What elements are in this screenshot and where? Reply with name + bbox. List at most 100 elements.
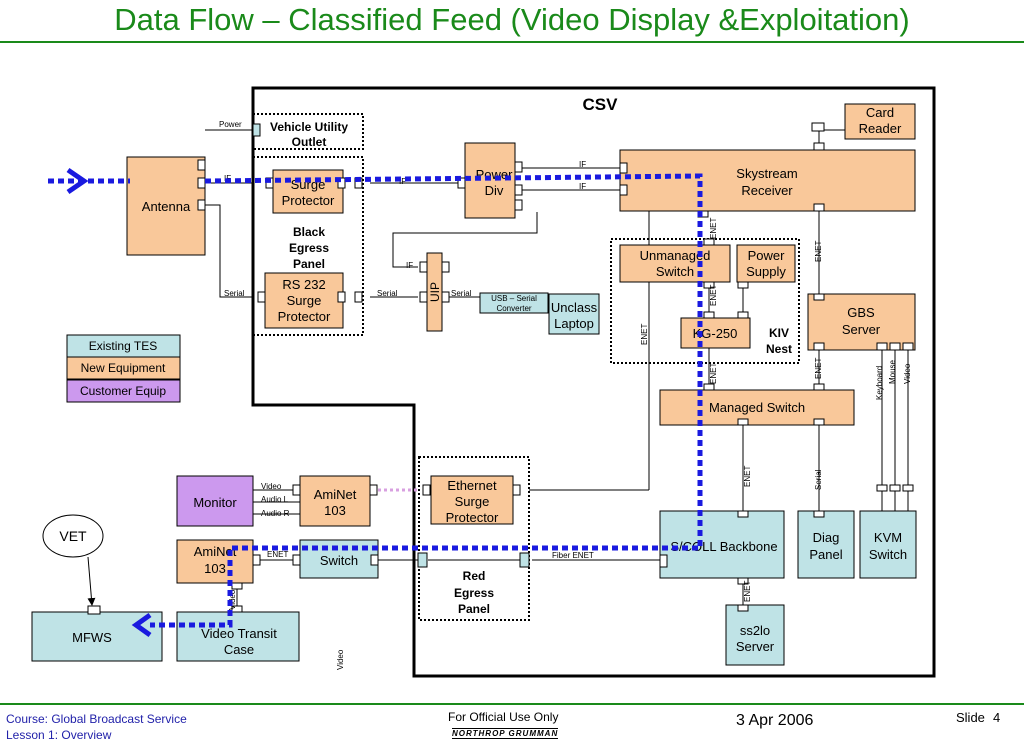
kvm-switch-label-2: Switch <box>869 547 907 562</box>
wire-video-label: Video <box>261 482 282 491</box>
usb-serial-label-2: Converter <box>496 304 531 313</box>
northrop-grumman-logo: NORTHROP GRUMMAN <box>452 728 559 739</box>
unclass-laptop-box <box>548 293 600 335</box>
surge-protector-label-2: Protector <box>282 193 335 208</box>
unmanaged-switch-box <box>619 244 731 283</box>
black-egress-label-2: Egress <box>289 241 329 255</box>
wire-if-label-2: IF <box>399 177 406 186</box>
kiv-nest-label-2: Nest <box>766 342 792 356</box>
wire-mouse-label: Mouse <box>888 359 897 384</box>
aminet-top-label-1: AmiNet <box>314 487 357 502</box>
wire-audio-r-label: Audio R <box>261 509 290 518</box>
aminet-bottom-box <box>176 539 254 584</box>
footer-classification: For Official Use Only <box>448 710 559 724</box>
rs232-label-3: Protector <box>278 309 331 324</box>
ss2lo-server-box <box>725 604 785 666</box>
aminet-top-label-2: 103 <box>324 503 346 518</box>
gbs-server-label-1: GBS <box>847 305 875 320</box>
wire-audio-l-label: Audio L <box>261 495 289 504</box>
aminet-bottom-label-2: 103 <box>204 561 226 576</box>
footer-slide-label: Slide <box>956 710 985 725</box>
diag-panel-label-2: Panel <box>809 547 842 562</box>
ethernet-surge-label-2: Surge <box>455 494 490 509</box>
antenna-label: Antenna <box>142 199 191 214</box>
black-egress-label-3: Panel <box>293 257 325 271</box>
video-transit-label-1: Video Transit <box>201 626 277 641</box>
red-egress-label-3: Panel <box>458 602 490 616</box>
unclass-laptop-label-1: Unclass <box>551 300 598 315</box>
kg250-box <box>680 317 751 349</box>
gbs-server-label-2: Server <box>842 322 881 337</box>
video-transit-case-box <box>176 611 300 662</box>
switch-label: Switch <box>320 553 358 568</box>
usb-serial-converter-box <box>479 292 549 314</box>
kvm-switch-box <box>859 510 917 579</box>
skystream-receiver-box <box>619 149 916 212</box>
diag-panel-label-1: Diag <box>813 530 840 545</box>
wire-enet-label-2: ENET <box>709 285 718 306</box>
skystream-label-2: Receiver <box>741 183 793 198</box>
usb-serial-label-1: USB – Serial <box>491 294 537 303</box>
power-div-label-1: Power <box>476 167 514 182</box>
wire-enet-label-4: ENET <box>640 324 649 345</box>
managed-switch-label: Managed Switch <box>709 400 805 415</box>
flow-exit-arrow-icon <box>131 612 152 638</box>
wire-serial-label-1: Serial <box>224 289 245 298</box>
ethernet-surge-protector-box <box>430 475 514 525</box>
monitor-box <box>176 475 254 527</box>
wire-enet-label-6: ENET <box>814 358 823 379</box>
skystream-label-1: Skystream <box>736 166 797 181</box>
card-reader-label-1: Card <box>866 105 894 120</box>
red-egress-panel <box>418 456 530 621</box>
wire-enet-label-switch: ENET <box>267 550 288 559</box>
video-transit-label-2: Case <box>224 642 254 657</box>
classified-flow-path <box>48 173 703 628</box>
legend-new-swatch <box>66 356 181 380</box>
unmanaged-switch-label-1: Unmanaged <box>640 248 711 263</box>
csv-enclosure <box>251 86 936 678</box>
wire-enet-label-5: ENET <box>814 241 823 262</box>
aminet-bottom-label-1: AmiNet <box>194 544 237 559</box>
wire-if-label-4: IF <box>579 160 586 169</box>
monitor-label: Monitor <box>193 495 237 510</box>
vet-circle <box>42 514 104 558</box>
rs232-label-2: Surge <box>287 293 322 308</box>
unmanaged-switch-label-2: Switch <box>656 264 694 279</box>
wire-enet-label-8: ENET <box>743 581 752 602</box>
power-supply-label-1: Power <box>748 248 786 263</box>
diag-panel-box <box>797 510 855 579</box>
footer-divider <box>0 703 1024 705</box>
vet-label: VET <box>59 528 87 544</box>
title-divider <box>0 41 1024 43</box>
wire-serial-label-4: Serial <box>814 469 823 490</box>
wire-if-label-5: IF <box>579 182 586 191</box>
csv-label: CSV <box>583 95 619 114</box>
black-egress-label-1: Black <box>293 225 325 239</box>
wire-power-label: Power <box>219 120 242 129</box>
kvm-switch-label-1: KVM <box>874 530 902 545</box>
unclass-laptop-label-2: Laptop <box>554 316 594 331</box>
mfws-label: MFWS <box>72 630 112 645</box>
scoll-backbone-box <box>659 510 785 579</box>
footer-slide-number: 4 <box>993 710 1001 725</box>
footer-date: 3 Apr 2006 <box>736 712 814 729</box>
wire-video-label-kvm: Video <box>903 363 912 384</box>
red-egress-label-1: Red <box>463 569 486 583</box>
card-reader-box <box>844 103 916 140</box>
ss2lo-label-2: Server <box>736 639 775 654</box>
footer-course: Course: Global Broadcast Service <box>6 712 187 726</box>
kiv-nest-label-1: KIV <box>769 326 789 340</box>
vehicle-utility-label-1: Vehicle Utility <box>270 120 348 134</box>
uip-label: UIP <box>428 282 442 302</box>
ports <box>87 122 914 615</box>
wiring <box>87 129 909 612</box>
red-egress-label-2: Egress <box>454 586 494 600</box>
rs232-label-1: RS 232 <box>282 277 325 292</box>
legend-existing-label: Existing TES <box>89 339 157 353</box>
wire-video-label-transit: Video <box>228 589 237 610</box>
power-div-label-2: Div <box>485 183 504 198</box>
ethernet-surge-label-3: Protector <box>446 510 499 525</box>
wire-keyboard-label: Keyboard <box>875 366 884 400</box>
legend-customer-label: Customer Equip <box>80 384 166 398</box>
ss2lo-label-1: ss2lo <box>740 623 770 638</box>
